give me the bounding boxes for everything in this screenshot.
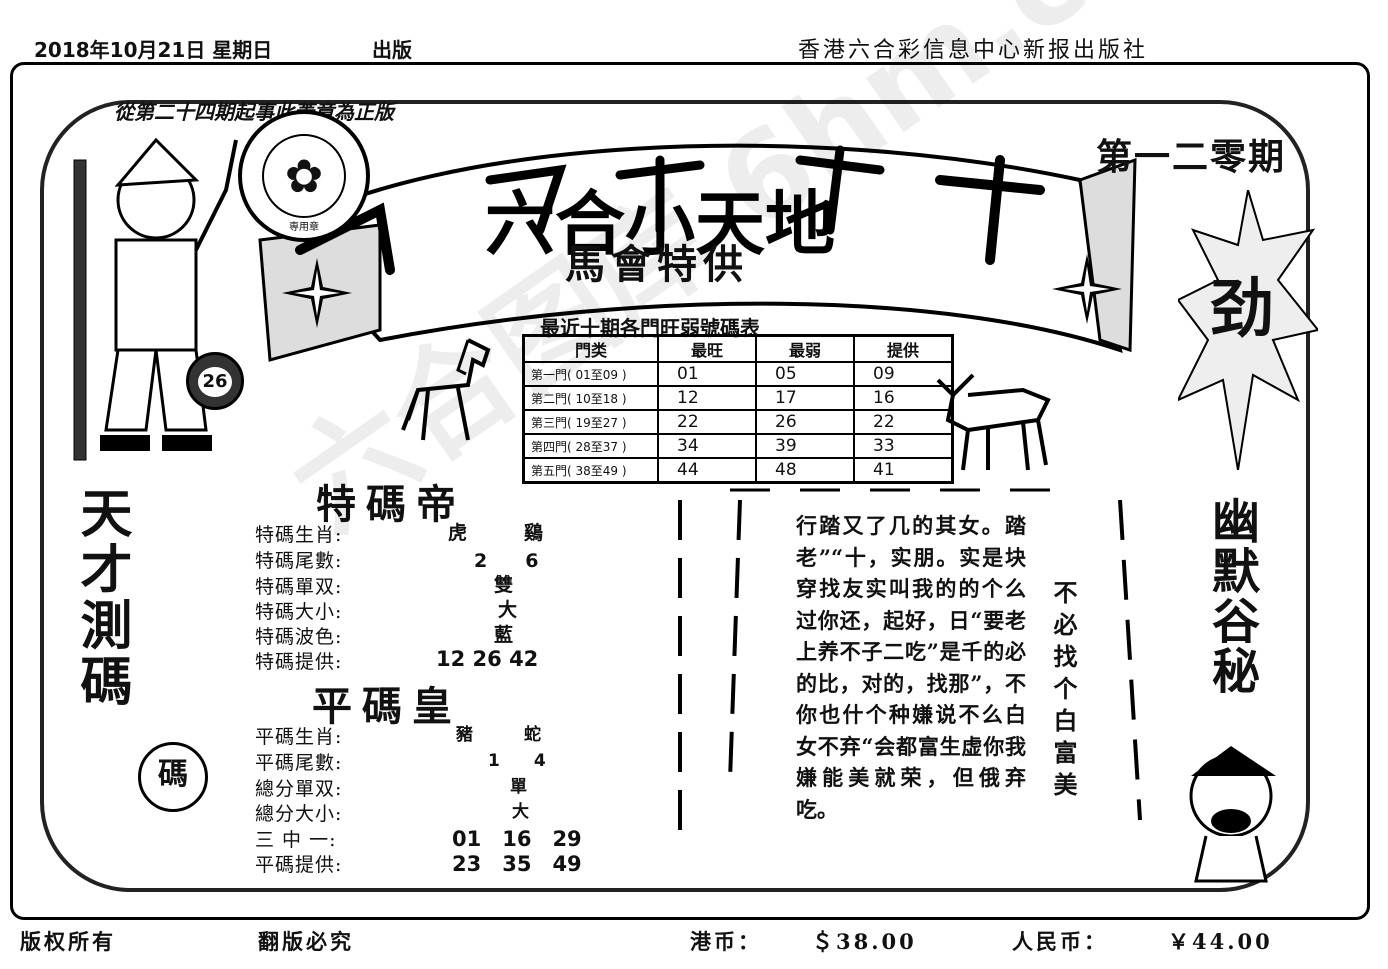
seal-caption: 専用章 <box>289 222 319 233</box>
horse-icon <box>401 338 491 441</box>
burst-character: 劲 <box>1210 272 1274 347</box>
table-cell: 01 <box>657 361 757 387</box>
special-row-label: 特碼波色: <box>255 626 343 648</box>
regular-row-value: 單 <box>510 777 527 797</box>
hunter-cartoon-icon <box>73 137 238 461</box>
table-cell: 39 <box>755 433 855 459</box>
table-row: 第二門( 10至18 ) 12 17 16 <box>522 385 954 411</box>
hk-price-value: ＄38.00 <box>812 929 917 954</box>
special-row-value: 雙 <box>494 574 514 596</box>
official-seal: ✿ 専用章 <box>238 110 370 242</box>
special-row-label: 特碼提供: <box>255 651 343 673</box>
special-row-value: 2 6 <box>474 550 539 572</box>
banner-subtitle: 馬會特供 <box>565 241 749 288</box>
outer-frame <box>10 62 1370 920</box>
regular-row-label: 總分大小: <box>255 803 343 825</box>
special-row-label: 特碼單双: <box>255 576 343 598</box>
regular-row-label: 三 中 一: <box>255 829 337 851</box>
rmb-price-value: ￥44.00 <box>1168 929 1273 954</box>
flower-icon: ✿ <box>284 149 324 203</box>
regular-row-label: 平碼尾數: <box>255 752 343 774</box>
table-cell: 41 <box>853 457 954 484</box>
pirate-cartoon-icon <box>1189 746 1276 883</box>
special-row-label: 特碼尾數: <box>255 550 343 572</box>
left-vertical-slogan: 天才測碼 <box>71 486 132 710</box>
regular-row-value: 1 4 <box>488 751 546 771</box>
title-banner: 六合小天地 <box>258 143 1137 362</box>
issue-number: 第一二零期 <box>1096 136 1287 178</box>
table-row: 第四門( 28至37 ) 34 39 33 <box>522 433 954 459</box>
regular-row-label: 平碼生肖: <box>255 726 343 748</box>
table-cell: 第一門( 01至09 ) <box>522 361 659 387</box>
rmb-price-label: 人民币： <box>1012 929 1108 954</box>
table-cell: 05 <box>755 361 855 387</box>
table-row: 第一門( 01至09 ) 01 05 09 <box>522 361 954 387</box>
right-vertical-slogan: 幽默谷秘 <box>1203 496 1259 696</box>
hk-price-label: 港币： <box>690 929 762 954</box>
stamp-notice: 從第二十四期起事此蓋章為正版 <box>114 100 394 124</box>
compass-star-icon <box>282 258 352 328</box>
table-cell: 第二門( 10至18 ) <box>522 385 659 411</box>
regular-row-value: 01 16 29 <box>452 827 582 851</box>
regular-row-value: 豬 蛇 <box>456 725 541 745</box>
table-cell: 22 <box>657 409 757 435</box>
side-phrase: 不必找个白富美 <box>1049 580 1078 804</box>
special-row-value: 虎 鷄 <box>448 522 544 544</box>
table-row: 第三門( 19至27 ) 22 26 22 <box>522 409 954 435</box>
compass-star-icon <box>1052 254 1122 324</box>
banner-title-text: 六合小天地 <box>485 182 835 265</box>
table-cell: 17 <box>755 385 855 411</box>
code-badge: 碼 <box>138 742 208 812</box>
special-row-value: 大 <box>498 599 518 621</box>
regular-section-title: 平碼皇 <box>312 683 462 730</box>
regular-row-label: 平碼提供: <box>255 854 343 876</box>
special-row-value: 12 26 42 <box>436 647 539 671</box>
decorative-lines <box>678 488 1142 840</box>
table-cell: 第四門( 28至37 ) <box>522 433 659 459</box>
special-row-value: 藍 <box>494 624 514 646</box>
table-row: 第五門( 38至49 ) 44 48 41 <box>522 457 954 484</box>
table-header: 最弱 <box>755 334 855 363</box>
publisher-name: 香港六合彩信息中心新报出版社 <box>798 38 1149 63</box>
table-header: 最旺 <box>657 334 757 363</box>
table-cell: 44 <box>657 457 757 484</box>
special-section-title: 特碼帝 <box>316 481 466 528</box>
table-header: 提供 <box>853 334 954 363</box>
poem-text: 行踏又了几的其女。踏老”“十，实朋。实是块穿找友实叫我的的个么过你还，起好，日“… <box>796 513 1026 822</box>
table-cell: 48 <box>755 457 855 484</box>
regular-row-value: 23 35 49 <box>452 852 582 876</box>
table-cell: 12 <box>657 385 757 411</box>
table-cell: 33 <box>853 433 954 459</box>
special-row-label: 特碼大小: <box>255 601 343 623</box>
table-cell: 26 <box>755 409 855 435</box>
anti-piracy-text: 翻版必究 <box>258 929 354 954</box>
regular-row-value: 大 <box>512 802 529 822</box>
copyright-text: 版权所有 <box>20 929 116 954</box>
table-cell: 34 <box>657 433 757 459</box>
publish-label: 出版 <box>372 38 412 62</box>
table-cell: 第五門( 38至49 ) <box>522 457 659 484</box>
publish-date: 2018年10月21日 星期日 <box>34 38 273 62</box>
special-row-label: 特碼生肖: <box>255 524 343 546</box>
table-cell: 16 <box>853 385 954 411</box>
regular-row-label: 總分單双: <box>255 778 343 800</box>
seal-inner-ring: ✿ <box>262 134 346 218</box>
ball-number: 26 <box>198 367 232 397</box>
number-ball: 26 <box>186 352 244 410</box>
table-cell: 22 <box>853 409 954 435</box>
inner-rounded-frame <box>40 100 1310 892</box>
burst-shape-icon <box>1178 190 1318 470</box>
hot-cold-table: 門类 最旺 最弱 提供 第一門( 01至09 ) 01 05 09 第二門( 1… <box>522 334 954 484</box>
table-cell: 第三門( 19至27 ) <box>522 409 659 435</box>
table-cell: 09 <box>853 361 954 387</box>
